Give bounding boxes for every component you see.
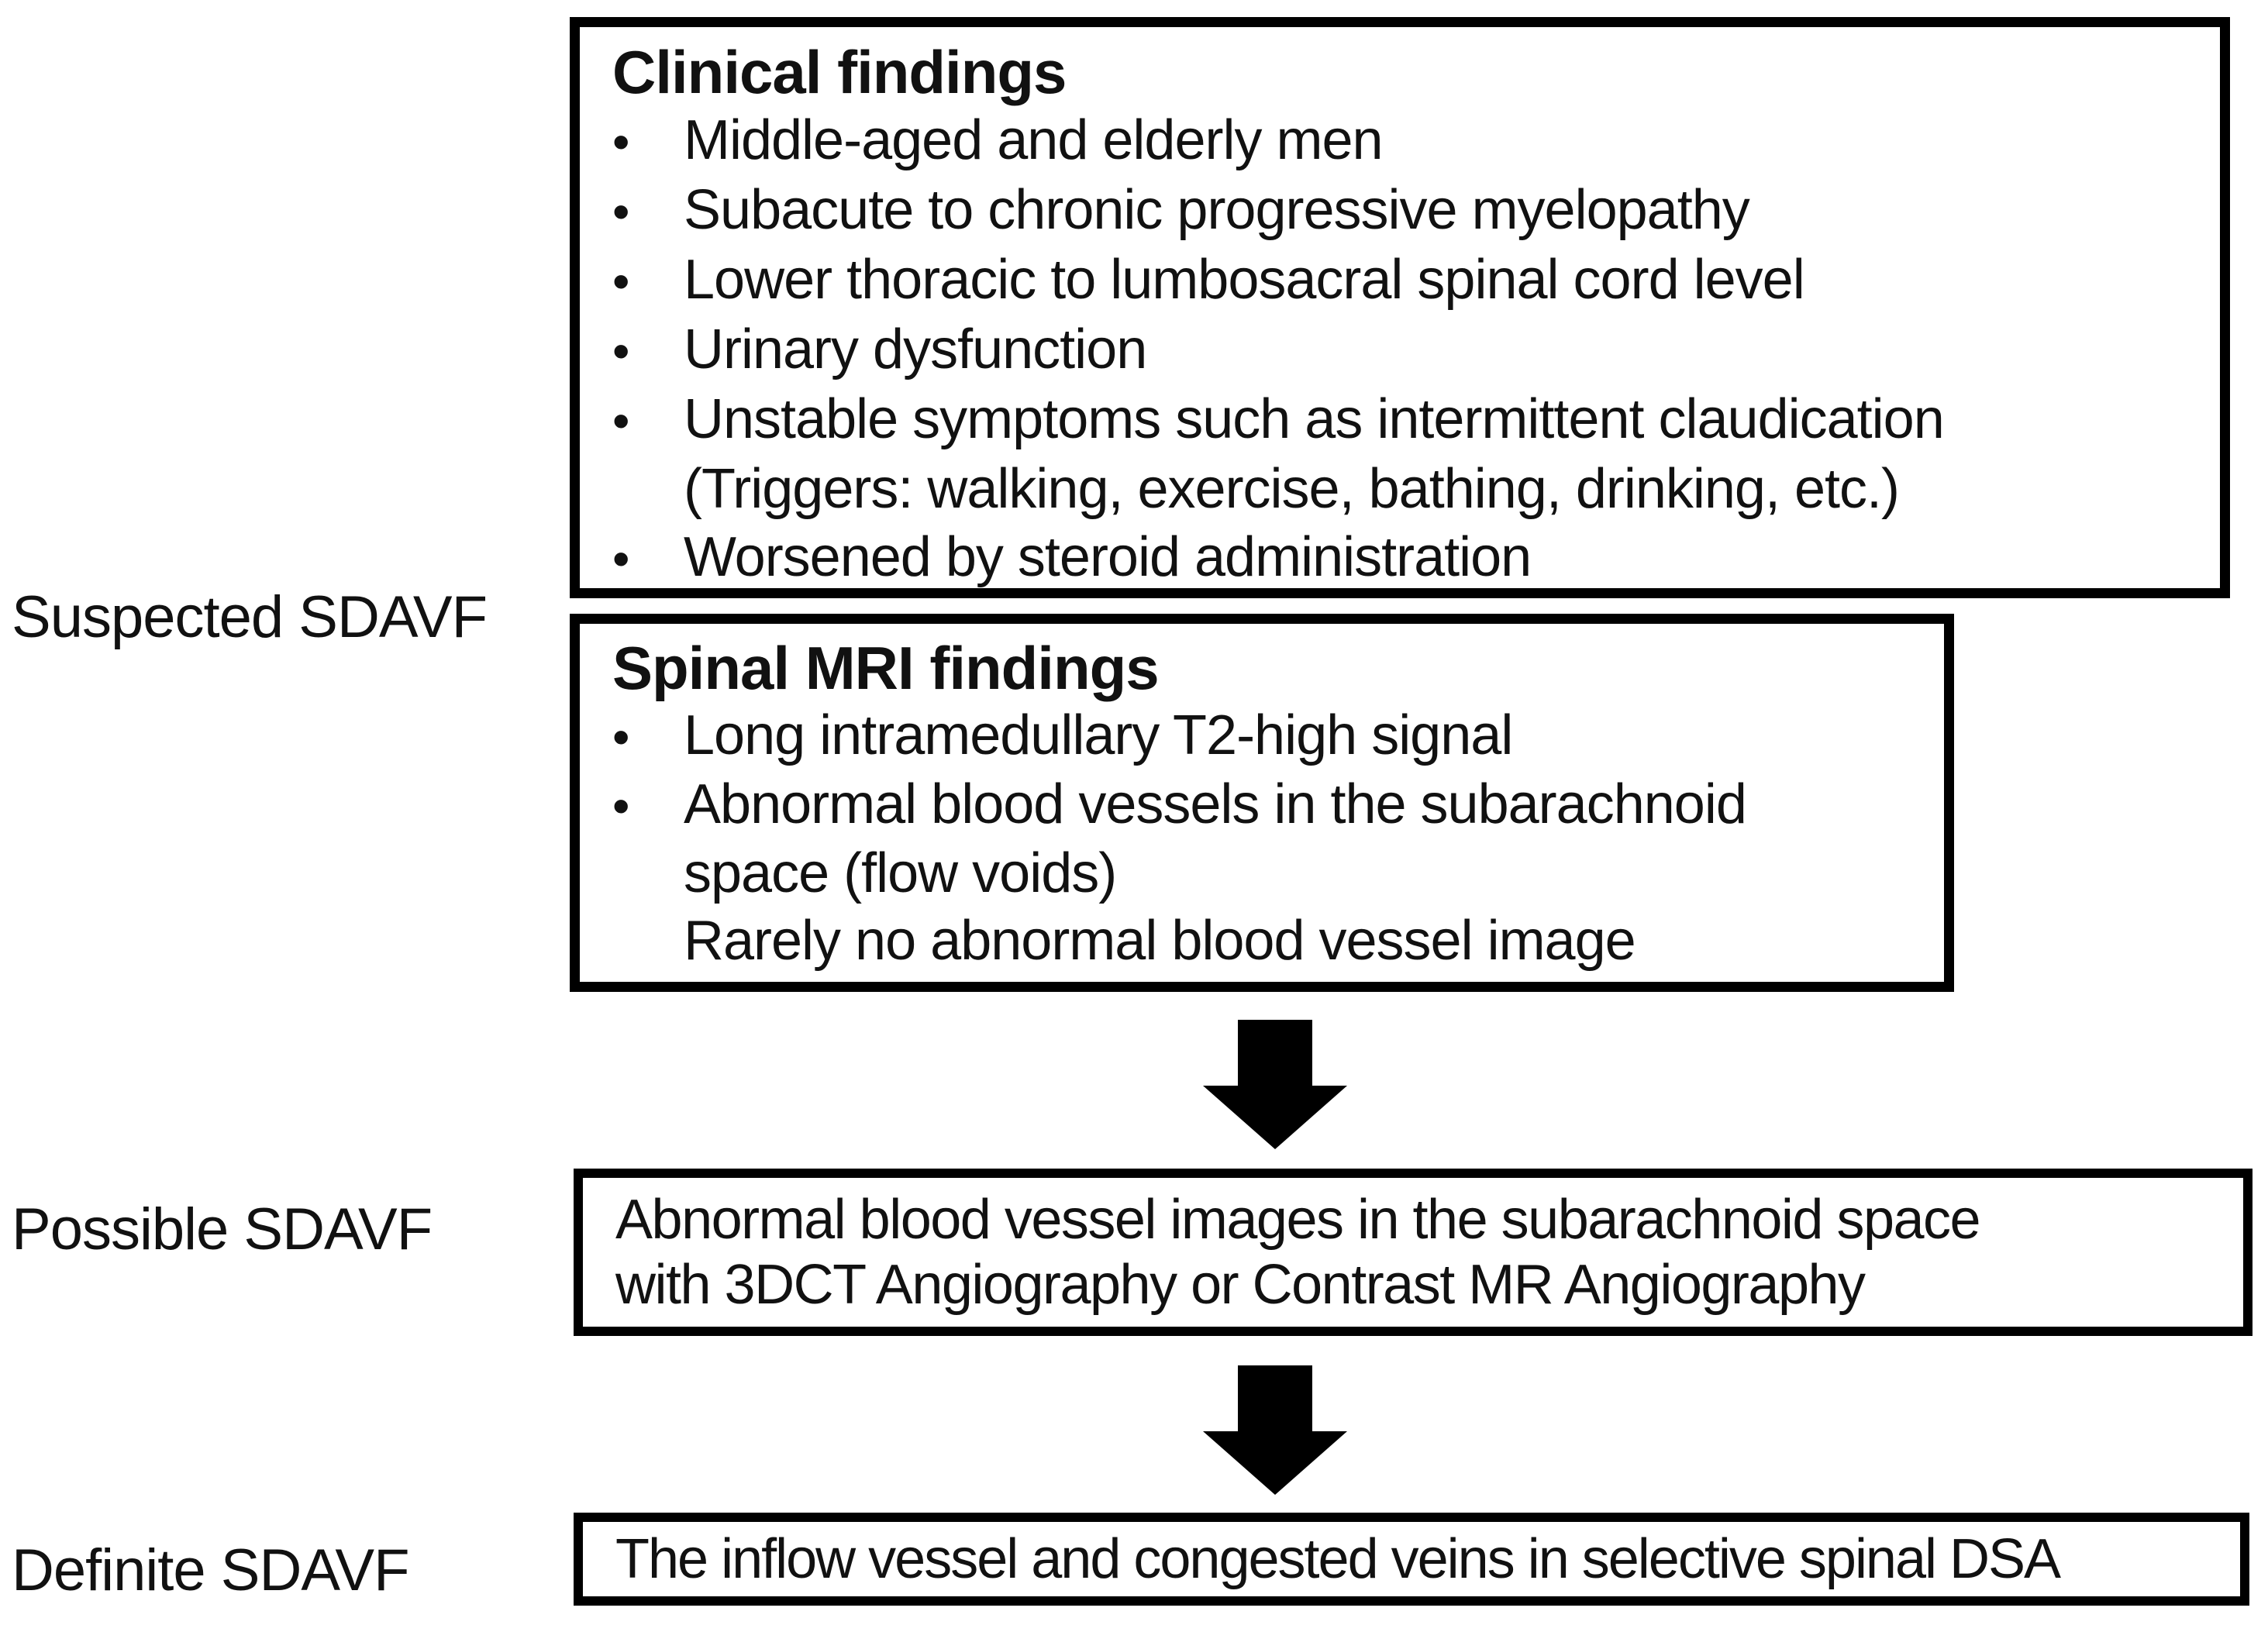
- clinical-finding-text: Unstable symptoms such as intermittent c…: [684, 388, 1945, 450]
- bullet-icon: •: [612, 184, 629, 239]
- arrow-head: [1203, 1086, 1347, 1149]
- spinal-mri-findings-title: Spinal MRI findings: [612, 634, 1160, 702]
- clinical-finding-item: • Subacute to chronic progressive myelopa…: [612, 176, 2187, 246]
- definite-sdavf-box: The inflow vessel and congested veins in…: [574, 1513, 2249, 1606]
- clinical-finding-item: • Worsened by steroid administration: [612, 523, 2187, 593]
- arrow-stem: [1238, 1020, 1312, 1086]
- clinical-finding-continuation: (Triggers: walking, exercise, bathing, d…: [612, 455, 2187, 523]
- clinical-finding-text: Worsened by steroid administration: [684, 526, 1532, 588]
- clinical-finding-item: • Middle-aged and elderly men: [612, 106, 2187, 176]
- definite-criterion-line: The inflow vessel and congested veins in…: [615, 1528, 2061, 1590]
- arrow-stem: [1238, 1365, 1312, 1431]
- clinical-finding-item: • Urinary dysfunction: [612, 315, 2187, 385]
- stage-label-possible: Possible SDAVF: [12, 1196, 433, 1262]
- clinical-findings-box: Clinical findings • Middle-aged and elder…: [570, 17, 2230, 598]
- bullet-icon: •: [612, 778, 629, 834]
- stage-label-definite: Definite SDAVF: [12, 1537, 410, 1603]
- stage-label-suspected: Suspected SDAVF: [12, 584, 488, 650]
- mri-finding-item: • Abnormal blood vessels in the subarachn…: [612, 771, 1911, 840]
- clinical-finding-text: Subacute to chronic progressive myelopat…: [684, 179, 1750, 241]
- clinical-finding-text: Urinary dysfunction: [684, 318, 1147, 380]
- mri-finding-text: Abnormal blood vessels in the subarachno…: [684, 773, 1747, 835]
- possible-criterion-line: with 3DCT Angiography or Contrast MR Ang…: [615, 1254, 1866, 1316]
- bullet-icon: •: [612, 253, 629, 309]
- bullet-icon: •: [612, 114, 629, 170]
- mri-finding-continuation: Rarely no abnormal blood vessel image: [612, 907, 1911, 975]
- clinical-finding-item: • Unstable symptoms such as intermittent …: [612, 385, 2187, 455]
- possible-sdavf-box: Abnormal blood vessel images in the suba…: [574, 1169, 2252, 1336]
- clinical-finding-text: Middle-aged and elderly men: [684, 109, 1384, 171]
- clinical-finding-text: Lower thoracic to lumbosacral spinal cor…: [684, 249, 1805, 311]
- mri-finding-text: space (flow voids): [684, 842, 1117, 904]
- down-arrow-icon: [1203, 1020, 1347, 1149]
- possible-criterion-line: Abnormal blood vessel images in the suba…: [615, 1189, 1981, 1251]
- mri-finding-continuation: space (flow voids): [612, 840, 1911, 907]
- arrow-head: [1203, 1431, 1347, 1495]
- spinal-mri-findings-box: Spinal MRI findings • Long intramedullary…: [570, 614, 1954, 992]
- down-arrow-icon: [1203, 1365, 1347, 1495]
- clinical-findings-title: Clinical findings: [612, 38, 1067, 106]
- mri-finding-text: Rarely no abnormal blood vessel image: [684, 910, 1636, 972]
- bullet-icon: •: [612, 393, 629, 449]
- bullet-icon: •: [612, 323, 629, 379]
- bullet-icon: •: [612, 531, 629, 587]
- clinical-finding-text: (Triggers: walking, exercise, bathing, d…: [684, 458, 1900, 520]
- clinical-finding-item: • Lower thoracic to lumbosacral spinal co…: [612, 246, 2187, 315]
- mri-finding-text: Long intramedullary T2-high signal: [684, 704, 1513, 766]
- bullet-icon: •: [612, 709, 629, 765]
- mri-finding-item: • Long intramedullary T2-high signal: [612, 702, 1911, 771]
